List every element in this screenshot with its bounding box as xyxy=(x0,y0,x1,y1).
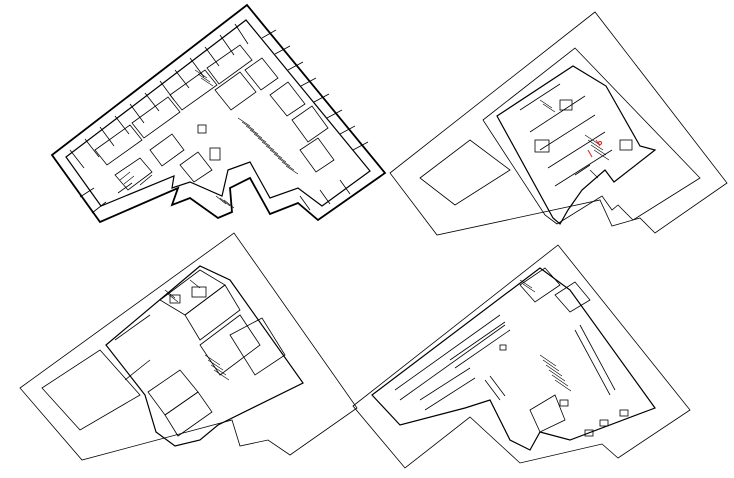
plan-top-right-rooms xyxy=(519,83,633,187)
plan-bottom-left xyxy=(19,232,358,461)
plan-bottom-left-rooms xyxy=(114,269,286,437)
plan-top-left-room-walls xyxy=(69,23,369,214)
plan-bottom-right-corridors xyxy=(394,314,616,411)
plan-bottom-left-stairs xyxy=(164,279,230,381)
plan-bottom-right-rooms xyxy=(499,267,629,437)
plan-top-right-floor xyxy=(496,65,657,225)
plan-bottom-left-site-outer xyxy=(19,232,358,461)
plan-bottom-right-stairs xyxy=(519,279,572,392)
plan-top-left-stairs xyxy=(119,69,299,209)
plan-top-right-site-inner xyxy=(419,139,511,206)
plan-bottom-right xyxy=(352,244,691,469)
plan-bottom-left-site-inner xyxy=(41,349,141,431)
plan-top-right-stair-core xyxy=(539,99,610,179)
plan-bottom-right-floor xyxy=(371,267,656,451)
plan-top-left xyxy=(50,3,387,224)
plan-bottom-left-floor xyxy=(105,265,304,447)
plan-top-right-site-outer xyxy=(389,11,728,236)
plan-top-left-outline xyxy=(50,3,387,224)
plan-top-right xyxy=(389,11,728,236)
plan-top-right-highlight-marker xyxy=(587,139,602,158)
plan-top-left-inner-ring xyxy=(65,19,371,207)
plan-bottom-right-site-outer xyxy=(352,244,691,469)
plan-top-right-building-outline xyxy=(482,47,701,225)
plan-top-left-interior-rooms xyxy=(94,44,335,191)
